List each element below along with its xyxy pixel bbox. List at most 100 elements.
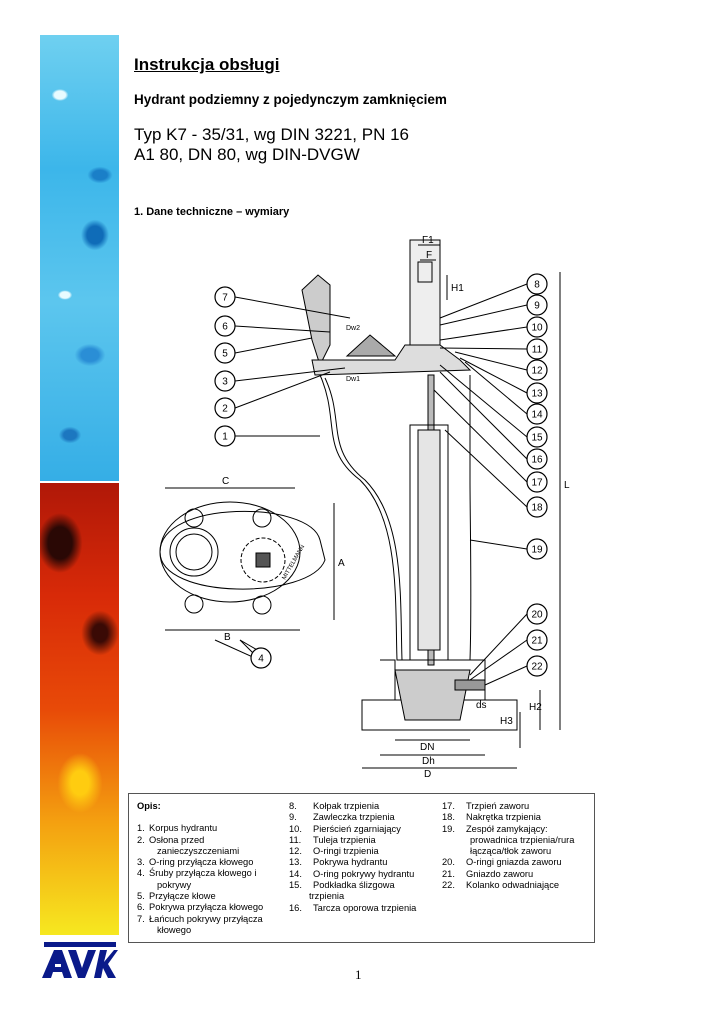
legend-item: 8.Kołpak trzpienia [289,801,416,812]
dim-Dw1: Dw1 [346,376,360,383]
legend-item: 9. Zawleczka trzpienia [289,812,416,823]
dim-ds: ds [476,700,487,711]
legend-item-text: Łańcuch pokrywy przyłącza [149,913,263,924]
callout-number: 19 [531,545,543,556]
legend-item-text: Przyłącze kłowe [149,891,216,902]
legend-item-number: 10. [289,823,302,834]
legend-item-text: Pokrywa przyłącza kłowego [149,902,264,913]
dim-Dh: Dh [422,756,435,767]
dim-H1: H1 [451,283,464,294]
callout-number: 20 [531,610,543,621]
dim-L: L [564,480,570,491]
callout-15: 15 [439,364,548,448]
legend-item: 17. Trzpień zaworu [442,801,574,812]
dim-C: C [222,476,229,487]
callout-11: 11 [439,338,548,360]
legend-item-text: Nakrętka trzpienia [466,812,541,823]
legend-item: 18.Nakrętka trzpienia [442,812,574,823]
legend-item-number: 6. [137,902,145,913]
legend-item: 12.O-ringi trzpienia [289,846,416,857]
callout-19: 19 [469,538,548,560]
callout-number: 11 [532,345,543,356]
callout-number: 14 [531,410,543,421]
legend-item-continuation: prowadnica trzpienia/rura [470,834,575,845]
callout-13: 13 [459,357,548,404]
legend-item: 10. Pierścień zgarniający [289,824,416,835]
dim-B: B [224,632,231,643]
legend-item: 22.Kolanko odwadniające [442,880,574,891]
legend-item: 6. Pokrywa przyłącza kłowego [137,902,263,913]
legend-item-number: 5. [137,891,145,902]
callout-7: 7 [214,286,351,319]
callout-number: 15 [531,433,543,444]
callout-12: 12 [454,351,548,381]
legend-item: 13.Pokrywa hydrantu [289,857,416,868]
legend-item-number: 21. [442,868,455,879]
legend-item-text: Śruby przyłącza kłowego i [149,868,257,879]
dim-D: D [424,769,431,780]
legend-heading: Opis: [137,801,161,811]
legend-item-text: Gniazdo zaworu [466,868,534,879]
callout-number: 1 [222,432,228,443]
legend-item-number: 20. [442,857,455,868]
callout-number: 5 [222,349,228,360]
legend-item-continuation: zanieczyszczeniami [157,845,240,856]
callout-22: 22 [484,655,548,686]
callout-number: 3 [222,377,228,388]
legend-item: 1.Korpus hydrantu [137,823,263,834]
legend-item-continuation: łącząca/tłok zaworu [470,846,552,857]
legend-item-text: Tarcza oporowa trzpienia [313,902,417,913]
callout-number: 16 [531,455,543,466]
legend-item-number: 12. [289,846,302,857]
legend-item-number: 9. [289,812,297,823]
legend-item-continuation: trzpienia [309,891,345,902]
callout-21: 21 [469,629,548,681]
legend-item-number: 1. [137,823,145,834]
dim-DN: DN [420,742,434,753]
legend-item-text: Podkładka ślizgowa [313,880,395,891]
legend-item-text: Kolanko odwadniające [466,880,560,891]
legend-item-continuation: pokrywy [157,879,192,890]
legend-item: 11.Tuleja trzpienia [289,835,416,846]
callout-4: 4 [239,639,272,669]
callout-3: 3 [214,367,346,392]
legend-item-text: O-ring przyłącza kłowego [149,857,254,868]
callout-8: 8 [439,273,548,319]
callout-number: 18 [531,503,543,514]
callout-number: 6 [222,322,228,333]
callout-number: 8 [534,280,540,291]
dim-F1: F1 [422,235,434,246]
legend-item: 16. Tarcza oporowa trzpienia [289,903,416,914]
dim-Dw2: Dw2 [346,325,360,332]
legend-item: 21. Gniazdo zaworu [442,869,574,880]
legend-item-continuation: kłowego [157,924,192,935]
legend-item-text: Trzpień zaworu [466,801,530,811]
callout-18: 18 [444,429,548,518]
legend-item-number: 8. [289,801,297,811]
legend-item: 5. Przyłącze kłowe [137,891,263,902]
fire-decoration-image [40,483,119,935]
legend-item-text: Zawleczka trzpienia [313,812,395,823]
legend-item-number: 11. [289,834,302,845]
callout-number: 4 [258,654,264,665]
legend-item-text: O-ringi gniazda zaworu [466,857,562,868]
legend-item-number: 3. [137,857,145,868]
legend-item: 19.Zespół zamykający: [442,824,574,835]
legend-item-number: 16. [289,902,302,913]
legend-item: 20. O-ringi gniazda zaworu [442,857,574,868]
avk-logo [42,942,118,978]
callout-number: 21 [531,636,543,647]
legend-item: 2.Osłona przed [137,835,263,846]
callout-5: 5 [214,337,313,364]
callout-16: 16 [439,371,548,470]
type-line-2: A1 80, DN 80, wg DIN-DVGW [134,145,360,164]
legend-item-text: Pierścień zgarniający [313,823,401,834]
callout-6: 6 [214,315,331,337]
dim-A: A [338,558,345,569]
legend-item-number: 17. [442,801,455,811]
